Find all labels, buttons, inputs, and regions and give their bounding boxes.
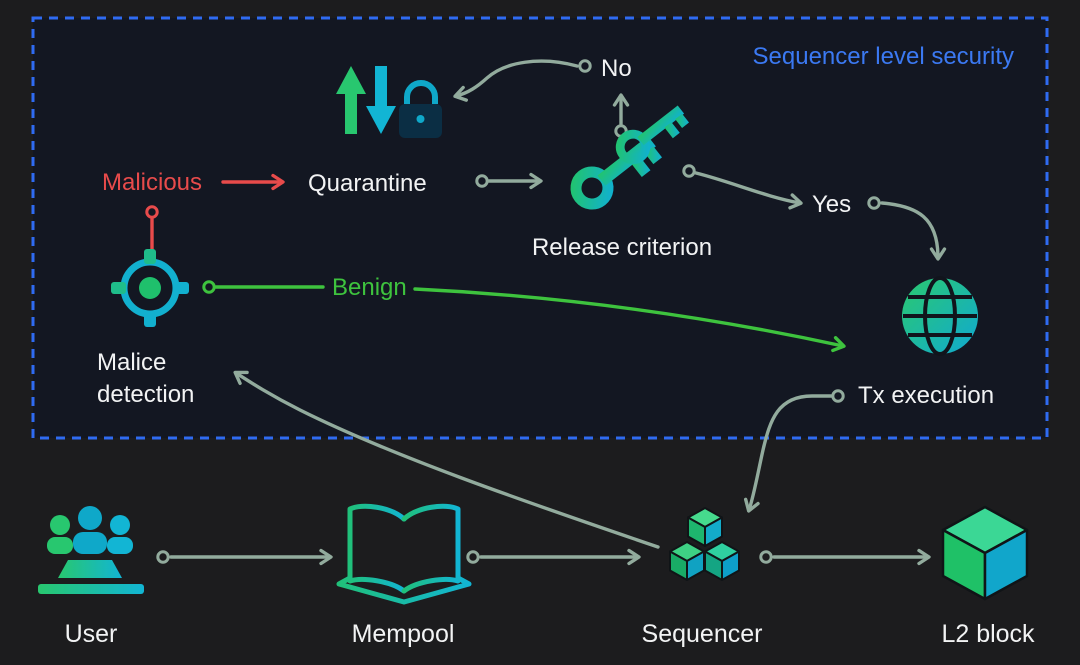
benign-connector bbox=[202, 280, 846, 353]
quarantine-label: Quarantine bbox=[308, 170, 427, 197]
lock-keyhole bbox=[416, 115, 425, 123]
connector-dot-malicious bbox=[145, 205, 159, 219]
connector-dot-no bbox=[578, 59, 592, 73]
sequencer-cubes-icon bbox=[669, 507, 740, 581]
arrow-benign-to-globe bbox=[413, 287, 846, 353]
connector-dot-release-right bbox=[682, 164, 696, 178]
connector-dot-yes bbox=[867, 196, 881, 210]
arrow-sequencer-to-malice bbox=[233, 370, 660, 549]
l2-block-cube-icon bbox=[941, 505, 1029, 601]
arrow-yes-to-globe bbox=[880, 201, 947, 261]
yes-label: Yes bbox=[812, 191, 851, 218]
security-zone-box bbox=[31, 16, 1049, 440]
connector-dot-mempool bbox=[466, 550, 480, 564]
security-zone-title: Sequencer level security bbox=[753, 43, 1014, 70]
connector-lines bbox=[169, 59, 947, 566]
tx-execution-label: Tx execution bbox=[858, 382, 994, 409]
mempool-book-icon bbox=[336, 503, 472, 605]
release-keys-icon bbox=[570, 105, 690, 210]
malicious-connectors bbox=[145, 173, 285, 252]
release-criterion-label: Release criterion bbox=[532, 234, 712, 261]
no-label: No bbox=[601, 55, 632, 82]
mempool-label: Mempool bbox=[352, 620, 455, 648]
tx-execution-globe-icon bbox=[902, 276, 978, 356]
lock-shackle bbox=[404, 80, 438, 104]
malice-detection-label-line2: detection bbox=[97, 381, 194, 408]
malice-detection-icon bbox=[111, 249, 189, 327]
user-label: User bbox=[65, 620, 118, 648]
malice-detection-label-line1: Malice bbox=[97, 349, 166, 376]
sequencer-label: Sequencer bbox=[642, 620, 763, 648]
quarantine-lock-icon bbox=[336, 66, 442, 138]
connector-dot-quarantine bbox=[475, 174, 489, 188]
connector-dot-user bbox=[156, 550, 170, 564]
connector-dot-tx bbox=[831, 389, 845, 403]
arrow-tx-to-sequencer bbox=[743, 394, 833, 513]
l2-block-label: L2 block bbox=[941, 620, 1035, 648]
connector-dot-sequencer bbox=[759, 550, 773, 564]
connector-dot-benign bbox=[202, 280, 216, 294]
users-icon bbox=[38, 506, 144, 594]
benign-label: Benign bbox=[332, 274, 407, 301]
arrow-release-to-yes bbox=[694, 171, 803, 210]
arrow-no-to-quarantine bbox=[453, 59, 579, 102]
malicious-label: Malicious bbox=[102, 169, 202, 196]
